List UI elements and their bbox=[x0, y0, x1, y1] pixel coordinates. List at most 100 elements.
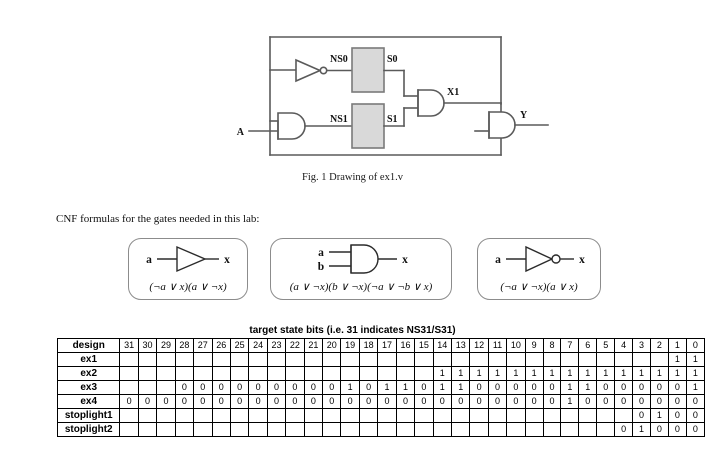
bit-cell-stoplight2-17[interactable] bbox=[377, 422, 397, 437]
bit-cell-ex1-2[interactable] bbox=[649, 352, 669, 367]
bit-cell-stoplight1-3[interactable]: 0 bbox=[632, 408, 651, 423]
bit-cell-ex3-27[interactable]: 0 bbox=[193, 380, 213, 395]
bit-cell-ex2-2[interactable]: 1 bbox=[649, 366, 669, 381]
bit-cell-ex1-5[interactable] bbox=[596, 352, 616, 367]
bit-cell-ex2-19[interactable] bbox=[340, 366, 360, 381]
bit-cell-ex1-26[interactable] bbox=[211, 352, 231, 367]
bit-cell-stoplight2-16[interactable] bbox=[395, 422, 416, 437]
bit-cell-ex4-2[interactable]: 0 bbox=[649, 394, 669, 409]
bit-cell-stoplight2-26[interactable] bbox=[211, 422, 231, 437]
bit-cell-ex3-28[interactable]: 0 bbox=[174, 380, 195, 395]
bit-cell-ex2-14[interactable]: 1 bbox=[432, 366, 453, 381]
bit-cell-stoplight2-6[interactable] bbox=[578, 422, 598, 437]
bit-cell-ex3-13[interactable]: 1 bbox=[450, 380, 471, 395]
bit-cell-ex3-17[interactable]: 1 bbox=[377, 380, 397, 395]
bit-cell-stoplight1-4[interactable] bbox=[614, 408, 634, 423]
bit-cell-ex3-24[interactable]: 0 bbox=[248, 380, 268, 395]
bit-cell-ex4-10[interactable]: 0 bbox=[506, 394, 526, 409]
bit-cell-stoplight1-22[interactable] bbox=[285, 408, 305, 423]
bit-cell-ex3-23[interactable]: 0 bbox=[266, 380, 287, 395]
bit-cell-ex2-20[interactable] bbox=[322, 366, 342, 381]
bit-cell-stoplight1-25[interactable] bbox=[229, 408, 250, 423]
bit-cell-ex1-12[interactable] bbox=[469, 352, 489, 367]
bit-cell-ex1-0[interactable]: 1 bbox=[685, 352, 705, 367]
bit-cell-stoplight2-12[interactable] bbox=[469, 422, 489, 437]
bit-cell-ex1-30[interactable] bbox=[137, 352, 158, 367]
bit-cell-ex1-28[interactable] bbox=[174, 352, 195, 367]
bit-cell-ex2-1[interactable]: 1 bbox=[667, 366, 687, 381]
bit-cell-stoplight1-10[interactable] bbox=[506, 408, 526, 423]
bit-cell-stoplight2-23[interactable] bbox=[266, 422, 287, 437]
bit-cell-ex2-23[interactable] bbox=[266, 366, 287, 381]
bit-cell-stoplight2-1[interactable]: 0 bbox=[667, 422, 687, 437]
bit-cell-ex3-1[interactable]: 0 bbox=[667, 380, 687, 395]
bit-cell-stoplight2-29[interactable] bbox=[156, 422, 176, 437]
bit-cell-ex4-26[interactable]: 0 bbox=[211, 394, 231, 409]
bit-cell-ex4-15[interactable]: 0 bbox=[414, 394, 434, 409]
bit-cell-ex3-2[interactable]: 0 bbox=[649, 380, 669, 395]
bit-cell-stoplight2-11[interactable] bbox=[487, 422, 508, 437]
bit-cell-stoplight2-27[interactable] bbox=[193, 422, 213, 437]
bit-cell-stoplight2-31[interactable] bbox=[119, 422, 139, 437]
bit-cell-ex2-13[interactable]: 1 bbox=[450, 366, 471, 381]
bit-cell-ex2-15[interactable] bbox=[414, 366, 434, 381]
bit-cell-ex2-5[interactable]: 1 bbox=[596, 366, 616, 381]
bit-cell-stoplight1-6[interactable] bbox=[578, 408, 598, 423]
bit-cell-stoplight1-16[interactable] bbox=[395, 408, 416, 423]
bit-cell-ex1-1[interactable]: 1 bbox=[667, 352, 687, 367]
bit-cell-stoplight2-30[interactable] bbox=[137, 422, 158, 437]
bit-cell-stoplight1-29[interactable] bbox=[156, 408, 176, 423]
bit-cell-ex3-4[interactable]: 0 bbox=[614, 380, 634, 395]
bit-cell-ex1-11[interactable] bbox=[487, 352, 508, 367]
bit-cell-ex3-5[interactable]: 0 bbox=[596, 380, 616, 395]
bit-cell-ex4-31[interactable]: 0 bbox=[119, 394, 139, 409]
bit-cell-ex3-31[interactable] bbox=[119, 380, 139, 395]
bit-cell-ex4-23[interactable]: 0 bbox=[266, 394, 287, 409]
bit-cell-ex3-15[interactable]: 0 bbox=[414, 380, 434, 395]
bit-cell-stoplight2-2[interactable]: 0 bbox=[649, 422, 669, 437]
bit-cell-stoplight1-1[interactable]: 0 bbox=[667, 408, 687, 423]
bit-cell-stoplight1-15[interactable] bbox=[414, 408, 434, 423]
bit-cell-ex1-31[interactable] bbox=[119, 352, 139, 367]
bit-cell-stoplight2-8[interactable] bbox=[542, 422, 562, 437]
bit-cell-ex2-17[interactable] bbox=[377, 366, 397, 381]
bit-cell-stoplight2-25[interactable] bbox=[229, 422, 250, 437]
bit-cell-ex1-21[interactable] bbox=[303, 352, 324, 367]
bit-cell-ex4-16[interactable]: 0 bbox=[395, 394, 416, 409]
bit-cell-ex1-6[interactable] bbox=[578, 352, 598, 367]
bit-cell-stoplight2-14[interactable] bbox=[432, 422, 453, 437]
bit-cell-ex4-5[interactable]: 0 bbox=[596, 394, 616, 409]
bit-cell-stoplight1-19[interactable] bbox=[340, 408, 360, 423]
bit-cell-ex4-29[interactable]: 0 bbox=[156, 394, 176, 409]
bit-cell-ex4-27[interactable]: 0 bbox=[193, 394, 213, 409]
bit-cell-stoplight1-18[interactable] bbox=[358, 408, 379, 423]
bit-cell-ex4-0[interactable]: 0 bbox=[685, 394, 705, 409]
bit-cell-ex1-10[interactable] bbox=[506, 352, 526, 367]
bit-cell-stoplight2-5[interactable] bbox=[596, 422, 616, 437]
bit-cell-stoplight2-7[interactable] bbox=[560, 422, 580, 437]
bit-cell-ex4-30[interactable]: 0 bbox=[137, 394, 158, 409]
bit-cell-ex3-29[interactable] bbox=[156, 380, 176, 395]
bit-cell-ex1-19[interactable] bbox=[340, 352, 360, 367]
bit-cell-ex2-18[interactable] bbox=[358, 366, 379, 381]
bit-cell-ex2-21[interactable] bbox=[303, 366, 324, 381]
bit-cell-stoplight2-21[interactable] bbox=[303, 422, 324, 437]
bit-cell-ex4-8[interactable]: 0 bbox=[542, 394, 562, 409]
bit-cell-ex3-30[interactable] bbox=[137, 380, 158, 395]
bit-cell-ex2-0[interactable]: 1 bbox=[685, 366, 705, 381]
bit-cell-ex4-13[interactable]: 0 bbox=[450, 394, 471, 409]
bit-cell-stoplight1-24[interactable] bbox=[248, 408, 268, 423]
bit-cell-ex4-24[interactable]: 0 bbox=[248, 394, 268, 409]
bit-cell-ex1-8[interactable] bbox=[542, 352, 562, 367]
bit-cell-ex2-24[interactable] bbox=[248, 366, 268, 381]
bit-cell-stoplight1-26[interactable] bbox=[211, 408, 231, 423]
bit-cell-ex4-22[interactable]: 0 bbox=[285, 394, 305, 409]
bit-cell-ex3-16[interactable]: 1 bbox=[395, 380, 416, 395]
bit-cell-ex3-7[interactable]: 1 bbox=[560, 380, 580, 395]
bit-cell-stoplight1-23[interactable] bbox=[266, 408, 287, 423]
bit-cell-ex4-17[interactable]: 0 bbox=[377, 394, 397, 409]
bit-cell-ex4-11[interactable]: 0 bbox=[487, 394, 508, 409]
bit-cell-ex4-14[interactable]: 0 bbox=[432, 394, 453, 409]
bit-cell-ex2-3[interactable]: 1 bbox=[632, 366, 651, 381]
bit-cell-stoplight2-20[interactable] bbox=[322, 422, 342, 437]
